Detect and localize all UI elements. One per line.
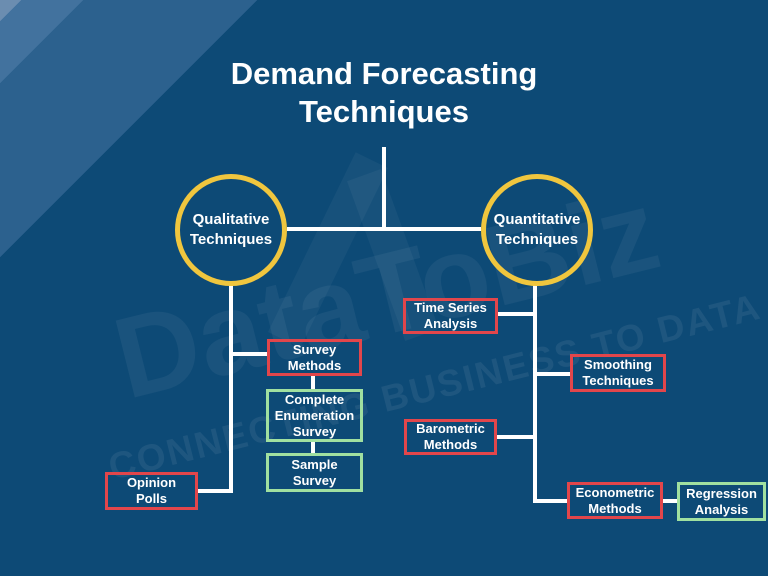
connector-barometric <box>497 435 535 439</box>
watermark-brand-text: DataToBiz <box>102 165 671 424</box>
node-time-series-analysis: Time Series Analysis <box>403 298 498 334</box>
node-regression-analysis: Regression Analysis <box>677 482 766 521</box>
connector-title-to-root <box>382 147 386 231</box>
node-smoothing-techniques: Smoothing Techniques <box>570 354 666 392</box>
node-qualitative-techniques: Qualitative Techniques <box>175 174 287 286</box>
connector-root-horizontal <box>287 227 481 231</box>
connector-time-series <box>498 312 535 316</box>
node-econometric-methods: Econometric Methods <box>567 482 663 519</box>
connector-qualitative-stem <box>229 284 233 493</box>
watermark-logo-stroke <box>267 152 389 348</box>
node-sample-survey: Sample Survey <box>266 453 363 492</box>
connector-quantitative-stem <box>533 285 537 503</box>
node-quantitative-techniques: Quantitative Techniques <box>481 174 593 286</box>
connector-complete-enumeration-to-sample <box>311 440 315 455</box>
page-title: Demand Forecasting Techniques <box>230 56 538 129</box>
connector-smoothing <box>535 372 572 376</box>
connector-opinion-polls <box>198 489 233 493</box>
connector-econometric <box>535 499 569 503</box>
connector-econometric-to-regression <box>662 499 679 503</box>
node-survey-methods: Survey Methods <box>267 339 362 376</box>
node-complete-enumeration-survey: Complete Enumeration Survey <box>266 389 363 442</box>
node-opinion-polls: Opinion Polls <box>105 472 198 510</box>
connector-survey-methods <box>231 352 269 356</box>
connector-survey-to-complete-enumeration <box>311 374 315 391</box>
node-barometric-methods: Barometric Methods <box>404 419 497 455</box>
